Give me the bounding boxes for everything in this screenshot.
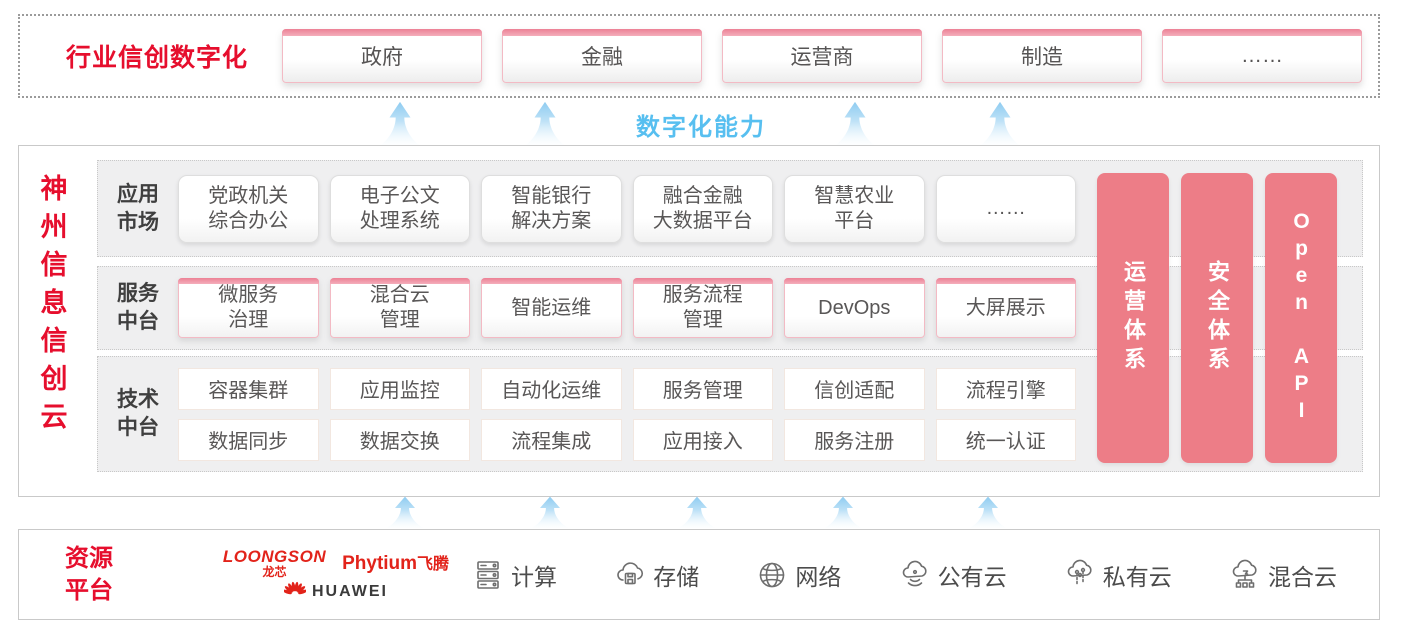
pillar-operation-system: 运营体系: [1097, 173, 1169, 463]
tech-cell: 应用监控: [329, 367, 470, 410]
resource-box: 资源 平台 LOONGSON 龙芯 Phytium飞腾: [18, 529, 1380, 620]
industry-box-operator: 运营商: [722, 29, 922, 83]
up-arrow-icon: [979, 101, 1021, 145]
application-list: 党政机关 综合办公 电子公文 处理系统 智能银行 解决方案 融合金融 大数据平台…: [178, 174, 1076, 243]
up-arrow-icon: [385, 496, 425, 528]
up-arrow-icon: [834, 101, 876, 145]
resource-hybrid-cloud: 混合云: [1228, 558, 1337, 592]
resource-compute: 计算: [471, 558, 557, 592]
resource-label: 存储: [653, 563, 700, 590]
loongson-logo-text: LOONGSON: [222, 546, 327, 566]
public-cloud-icon: [902, 560, 927, 586]
loongson-logo-cn: 龙芯: [262, 564, 287, 579]
vendor-logos: LOONGSON 龙芯 Phytium飞腾: [211, 536, 461, 614]
industry-box-finance: 金融: [502, 29, 702, 83]
phytium-logo: Phytium飞腾: [342, 550, 449, 575]
up-arrow-icon: [530, 496, 570, 528]
resource-title: 资源 平台: [65, 544, 113, 604]
app-card: 融合金融 大数据平台: [632, 174, 773, 243]
industry-box-more: ……: [1162, 29, 1362, 83]
service-card: 智能运维: [481, 278, 622, 338]
up-arrow-icon: [677, 496, 717, 528]
resource-list: 计算 存储 网络: [471, 530, 1337, 619]
service-card: DevOps: [784, 278, 925, 338]
row-application-market: 应用 市场 党政机关 综合办公 电子公文 处理系统 智能银行 解决方案 融合金融…: [97, 160, 1363, 257]
row-label: 应用 市场: [117, 182, 159, 234]
pillar-open-api: Open API: [1265, 173, 1337, 463]
tech-cell: 服务注册: [784, 418, 925, 461]
tech-cell: 容器集群: [178, 367, 319, 410]
resource-label: 网络: [795, 563, 842, 590]
tech-cell: 应用接入: [632, 418, 773, 461]
tech-cell: 自动化运维: [481, 367, 622, 410]
resource-storage: 存储: [613, 558, 699, 592]
pillar-security-system: 安全体系: [1181, 173, 1253, 463]
service-list: 微服务 治理 混合云 管理 智能运维 服务流程 管理 DevOps 大屏展示: [178, 278, 1076, 338]
compute-icon: [477, 560, 499, 589]
app-card: 电子公文 处理系统: [329, 174, 470, 243]
resource-label: 公有云: [937, 563, 1007, 590]
industry-list: 政府 金融 运营商 制造 ……: [282, 29, 1362, 83]
tech-cell: 统一认证: [935, 418, 1076, 461]
resource-public-cloud: 公有云: [898, 558, 1007, 592]
resource-label: 计算: [511, 563, 557, 590]
up-arrow-icon: [379, 101, 421, 145]
tech-cell: 流程引擎: [935, 367, 1076, 410]
phytium-logo-text: Phytium: [342, 553, 418, 574]
huawei-logo-text: HUAWEI: [312, 582, 388, 600]
huawei-logo: HUAWEI: [284, 581, 388, 603]
industry-box-manufacturing: 制造: [942, 29, 1142, 83]
service-card: 混合云 管理: [329, 278, 470, 338]
tech-cell: 信创适配: [784, 367, 925, 410]
app-card: 智能银行 解决方案: [481, 174, 622, 243]
technology-grid: 容器集群 应用监控 自动化运维 服务管理 信创适配 流程引擎 数据同步 数据交换…: [178, 367, 1076, 461]
industry-strip: 行业信创数字化 政府 金融 运营商 制造 ……: [18, 14, 1380, 98]
storage-icon: [617, 561, 644, 584]
platform-vertical-title: 神州信息信创云: [40, 174, 68, 432]
up-arrow-icon: [968, 496, 1008, 528]
service-card: 大屏展示: [935, 278, 1076, 338]
huawei-flower-icon: [284, 581, 306, 594]
network-icon: [760, 562, 785, 587]
resource-private-cloud: 私有云: [1063, 558, 1172, 592]
app-card: 党政机关 综合办公: [178, 174, 319, 243]
tech-cell: 服务管理: [632, 367, 773, 410]
private-cloud-icon: [1067, 559, 1092, 585]
row-technology-platform: 技术 中台 容器集群 应用监控 自动化运维 服务管理 信创适配 流程引擎 数据同…: [97, 356, 1363, 472]
tech-cell: 流程集成: [481, 418, 622, 461]
up-arrow-icon: [524, 101, 566, 145]
resource-label: 混合云: [1267, 563, 1337, 590]
row-label: 服务 中台: [117, 282, 159, 333]
resource-network: 网络: [755, 558, 841, 592]
tech-cell: 数据同步: [178, 418, 319, 461]
service-card: 微服务 治理: [178, 278, 319, 338]
loongson-logo: LOONGSON 龙芯: [223, 548, 326, 578]
capability-label: 数字化能力: [636, 114, 766, 141]
hybrid-cloud-icon: [1232, 559, 1257, 588]
tech-cell: 数据交换: [329, 418, 470, 461]
industry-strip-title: 行业信创数字化: [66, 44, 249, 72]
up-arrow-icon: [823, 496, 863, 528]
service-card: 服务流程 管理: [632, 278, 773, 338]
app-card: 智慧农业 平台: [784, 174, 925, 243]
row-service-platform: 服务 中台 微服务 治理 混合云 管理 智能运维 服务流程 管理 DevOps …: [97, 266, 1363, 350]
industry-box-government: 政府: [282, 29, 482, 83]
row-label: 技术 中台: [117, 388, 159, 439]
resource-label: 私有云: [1102, 563, 1172, 590]
app-card-more: ……: [935, 174, 1076, 243]
phytium-logo-cn: 飞腾: [417, 556, 450, 573]
